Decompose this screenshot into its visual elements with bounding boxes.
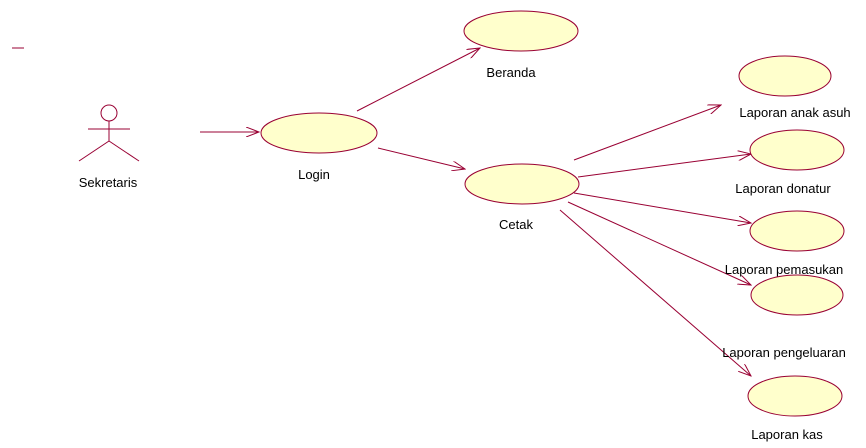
use-case-beranda[interactable]: Beranda <box>463 10 579 80</box>
association-cetak-laporan-anak-asuh <box>573 105 721 161</box>
use-case-ellipse <box>463 10 579 52</box>
use-case-laporan-anak-asuh[interactable]: Laporan anak asuh <box>738 55 851 120</box>
use-case-label: Laporan pengeluaran <box>722 345 846 360</box>
use-case-label: Laporan donatur <box>735 181 831 196</box>
association-cetak-laporan-donatur <box>577 154 751 178</box>
use-case-label: Login <box>298 167 330 182</box>
actor-head <box>100 104 118 122</box>
actor-left-leg <box>78 140 110 162</box>
use-case-label: Cetak <box>499 217 533 232</box>
association-cetak-laporan-pemasukan <box>573 192 751 223</box>
actor-label: Sekretaris <box>79 175 138 190</box>
use-case-label: Laporan kas <box>751 427 823 442</box>
use-case-laporan-pengeluaran[interactable]: Laporan pengeluaran <box>722 274 846 360</box>
use-case-laporan-pemasukan[interactable]: Laporan pemasukan <box>725 210 845 277</box>
use-case-ellipse <box>747 375 843 417</box>
use-case-ellipse <box>750 274 844 316</box>
association-login-beranda <box>356 48 480 112</box>
actor-right-leg <box>108 140 140 162</box>
association-cetak-laporan-kas <box>559 209 751 376</box>
use-case-label: Laporan pemasukan <box>725 262 844 277</box>
use-case-login[interactable]: Login <box>260 112 378 182</box>
use-case-ellipse <box>464 163 580 205</box>
use-case-cetak[interactable]: Cetak <box>464 163 580 232</box>
actor-sekretaris[interactable]: Sekretaris <box>78 104 140 190</box>
association-cetak-laporan-pengeluaran <box>567 201 751 285</box>
use-case-label: Laporan anak asuh <box>739 105 850 120</box>
use-case-label: Beranda <box>486 65 536 80</box>
association-login-cetak <box>377 147 465 169</box>
use-case-ellipse <box>738 55 832 97</box>
use-case-laporan-donatur[interactable]: Laporan donatur <box>735 129 845 196</box>
use-case-ellipse <box>749 210 845 252</box>
use-case-laporan-kas[interactable]: Laporan kas <box>747 375 843 442</box>
use-case-ellipse <box>260 112 378 154</box>
use-case-ellipse <box>749 129 845 171</box>
